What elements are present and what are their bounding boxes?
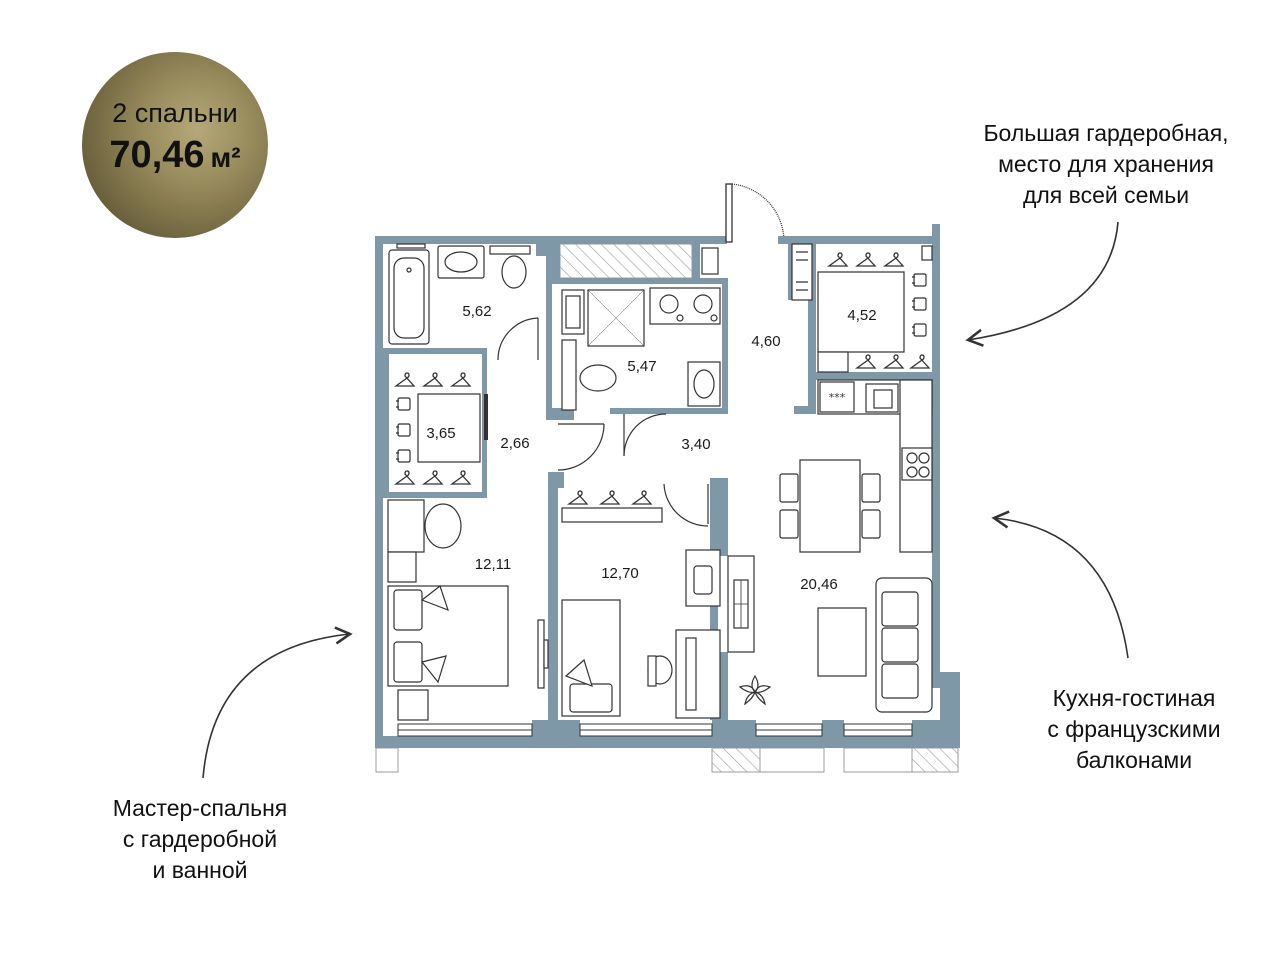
callout-wardrobe: Большая гардеробная, место для хранения … [950, 118, 1262, 211]
bedroom-second [561, 490, 721, 719]
svg-text:***: *** [829, 391, 846, 404]
hanger-icon [395, 470, 415, 485]
callout-master-line-3: и ванной [152, 857, 248, 883]
area-unit: м² [210, 142, 241, 173]
wardrobe-large [791, 243, 933, 373]
hanger-icon [568, 490, 588, 505]
arrow-icon [202, 221, 1129, 779]
balconies [375, 243, 959, 773]
callout-kitchen-line-3: балконами [1075, 747, 1193, 773]
hanger-icon [884, 252, 904, 267]
callout-kitchen-line-2: с французскими [1047, 716, 1221, 742]
bathroom-second [561, 247, 721, 411]
hanger-icon [884, 354, 904, 369]
hanger-icon [828, 252, 848, 267]
area-value: 70,46 [109, 134, 205, 176]
room-area-kitchen-living: 20,46 [800, 576, 838, 593]
hanger-icon [451, 470, 471, 485]
table-icon [799, 459, 861, 553]
room-area-corridor-mid: 3,40 [681, 436, 710, 453]
plant-icon [738, 674, 772, 706]
callout-kitchen: Кухня-гостиная с французскими балконами [1010, 683, 1258, 776]
room-area-corridor-hall: 4,60 [751, 333, 780, 350]
hanger-icon [632, 490, 652, 505]
master-bedroom [387, 499, 549, 721]
hanger-icon [600, 490, 620, 505]
hanger-icon [423, 372, 443, 387]
room-area-bedroom-second: 12,70 [601, 565, 639, 582]
doors [484, 298, 709, 527]
toilet-icon [489, 245, 531, 255]
living-room [727, 555, 933, 713]
callout-wardrobe-line-3: для всей семьи [1022, 182, 1190, 208]
callout-master: Мастер-спальня с гардеробной и ванной [80, 793, 320, 886]
toilet-icon [579, 364, 617, 392]
hanger-icon [395, 372, 415, 387]
callout-master-line-1: Мастер-спальня [112, 795, 288, 821]
windows [397, 723, 913, 737]
room-labels: 5,62 3,65 2,66 5,47 4,60 3,40 4,52 12,11… [426, 303, 876, 593]
hanger-icon [423, 470, 443, 485]
room-area-wardrobe-master: 3,65 [426, 425, 455, 442]
room-area-master-bedroom: 12,11 [475, 556, 511, 573]
dining-table [779, 459, 881, 553]
hanger-icon [856, 252, 876, 267]
callout-master-line-2: с гардеробной [122, 826, 278, 852]
room-area-bathroom-second: 5,47 [627, 358, 656, 375]
bathroom-master [388, 243, 531, 345]
callout-wardrobe-line-2: место для хранения [998, 151, 1214, 177]
callout-wardrobe-line-1: Большая гардеробная, [983, 120, 1229, 146]
wardrobe-master [395, 372, 481, 485]
entry-door [725, 183, 788, 244]
bedrooms-count: 2 спальни [112, 98, 238, 128]
callout-kitchen-line-1: Кухня-гостиная [1052, 685, 1216, 711]
kitchen: *** [817, 379, 933, 553]
room-area-bathroom-master: 5,62 [462, 303, 491, 320]
hanger-icon [856, 354, 876, 369]
room-area-corridor-small: 2,66 [500, 435, 529, 452]
hanger-icon [910, 354, 930, 369]
room-area-wardrobe-large: 4,52 [847, 307, 876, 324]
hanger-icon [451, 372, 471, 387]
